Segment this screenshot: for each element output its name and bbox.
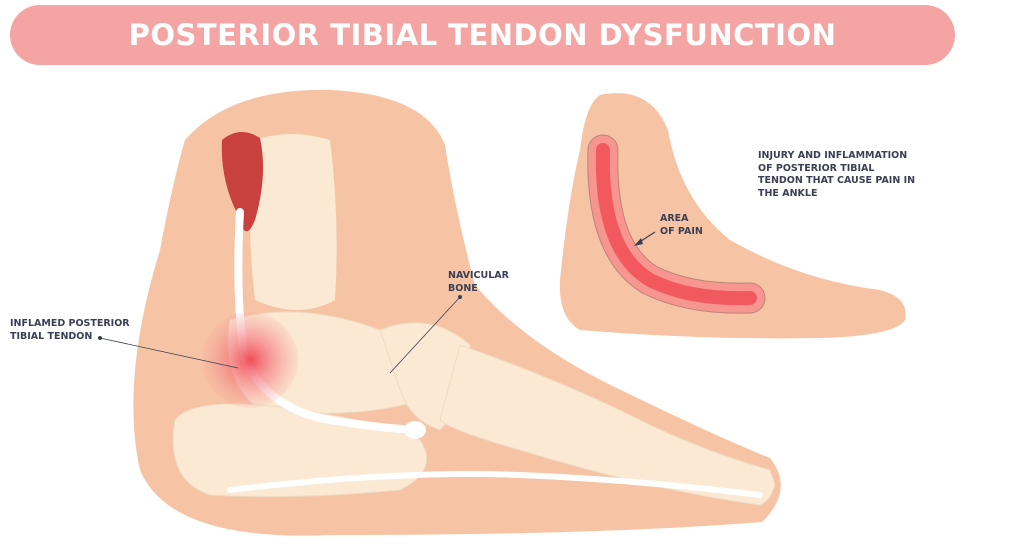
- toe: [735, 465, 775, 499]
- title-banner: POSTERIOR TIBIAL TENDON DYSFUNCTION: [10, 5, 955, 65]
- label-inflamed-tendon: INFLAMED POSTERIOR TIBIAL TENDON: [10, 318, 130, 342]
- inflamed-tendon-leader: [99, 337, 239, 369]
- inflammation-spot: [202, 312, 298, 408]
- arrow-head-icon: [634, 238, 643, 246]
- navicular-leader: [389, 296, 461, 374]
- label-navicular-bone: NAVICULAR BONE: [448, 270, 509, 294]
- tibialis-muscle: [221, 131, 264, 232]
- page-title: POSTERIOR TIBIAL TENDON DYSFUNCTION: [128, 18, 837, 52]
- midfoot-bones: [439, 344, 774, 506]
- plantar-fascia: [227, 471, 763, 498]
- tibia-bone: [250, 134, 337, 310]
- label-area-of-pain: AREA OF PAIN: [660, 213, 703, 237]
- label-description: INJURY AND INFLAMMATION OF POSTERIOR TIB…: [758, 150, 916, 199]
- pain-area-band: [595, 143, 757, 306]
- tendon-insertion: [404, 421, 426, 439]
- leader-dot: [458, 295, 462, 299]
- leader-dot: [98, 336, 102, 340]
